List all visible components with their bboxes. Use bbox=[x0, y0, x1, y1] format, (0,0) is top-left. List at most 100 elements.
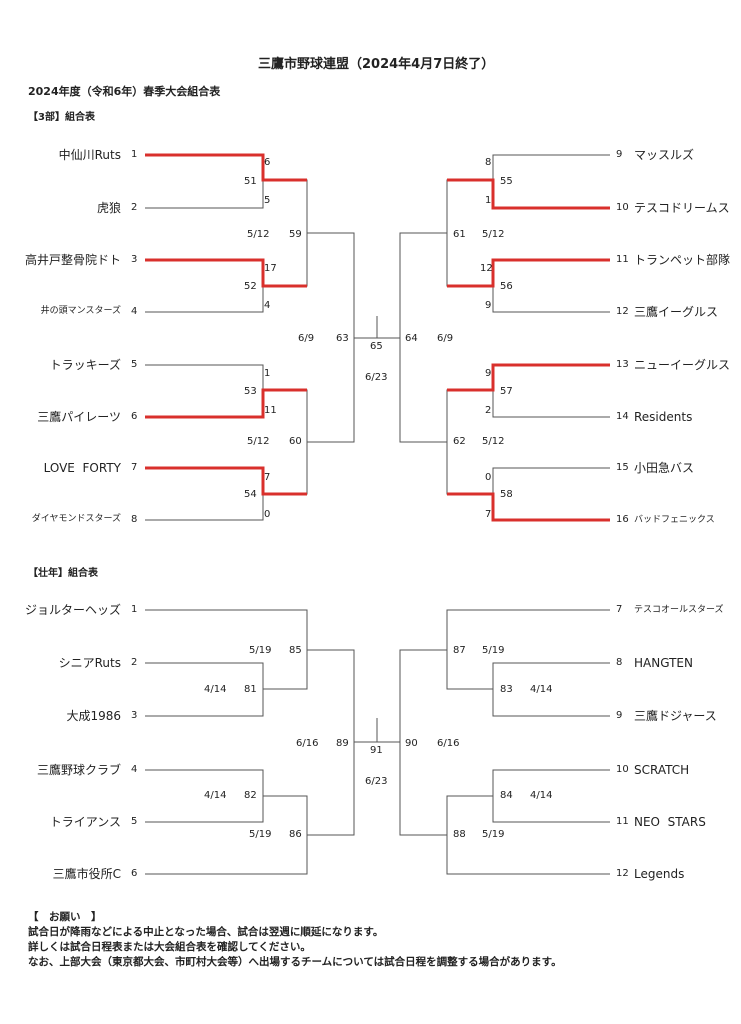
team-seed: 8 bbox=[616, 657, 623, 668]
team-name: マッスルズ bbox=[634, 148, 695, 162]
bracket-line bbox=[492, 390, 610, 418]
game-number: 58 bbox=[500, 489, 513, 500]
team-name: LOVE FORTY bbox=[43, 461, 121, 475]
score: 8 bbox=[485, 157, 492, 168]
team-name: Legends bbox=[634, 867, 685, 881]
game-number: 84 bbox=[500, 790, 513, 801]
team-seed: 10 bbox=[616, 764, 629, 775]
game-number: 56 bbox=[500, 281, 513, 292]
game-number: 82 bbox=[244, 790, 257, 801]
team-seed: 6 bbox=[131, 411, 138, 422]
team-name: テスコドリームス bbox=[634, 201, 730, 215]
winner-path bbox=[145, 258, 307, 288]
score: 0 bbox=[485, 472, 492, 483]
team-seed: 3 bbox=[131, 254, 138, 265]
score: 0 bbox=[264, 509, 271, 520]
game-number: 52 bbox=[244, 281, 257, 292]
game-date: 6/9 bbox=[298, 333, 315, 344]
team-seed: 9 bbox=[616, 149, 623, 160]
team-seed: 1 bbox=[131, 604, 138, 615]
game-date: 4/14 bbox=[530, 684, 553, 695]
game-number: 90 bbox=[405, 738, 418, 749]
bracket-line bbox=[145, 769, 264, 796]
game-date: 5/12 bbox=[482, 436, 505, 447]
game-date: 5/19 bbox=[249, 829, 272, 840]
game-date: 6/16 bbox=[437, 738, 460, 749]
bracket-line bbox=[492, 662, 610, 689]
game-date: 5/12 bbox=[482, 229, 505, 240]
game-number: 62 bbox=[453, 436, 466, 447]
game-number: 59 bbox=[289, 229, 302, 240]
game-number: 89 bbox=[336, 738, 349, 749]
team-seed: 2 bbox=[131, 657, 138, 668]
team-name: 虎狼 bbox=[96, 201, 121, 215]
team-name: Residents bbox=[634, 410, 693, 424]
game-date: 5/19 bbox=[249, 645, 272, 656]
winner-path bbox=[447, 178, 610, 210]
game-number: 85 bbox=[289, 645, 302, 656]
team-name: 大成1986 bbox=[66, 709, 121, 723]
winner-path bbox=[145, 153, 307, 182]
bracket-line bbox=[145, 796, 264, 823]
team-seed: 6 bbox=[131, 868, 138, 879]
winner-path bbox=[447, 258, 610, 288]
team-seed: 4 bbox=[131, 764, 138, 775]
section-title-div3: 【3部】組合表 bbox=[28, 112, 95, 123]
team-name: 高井戸整骨院ドト bbox=[24, 253, 121, 267]
bracket-line bbox=[492, 286, 610, 313]
team-seed: 14 bbox=[616, 411, 629, 422]
team-name: 三鷹パイレーツ bbox=[37, 410, 121, 424]
team-name: 三鷹野球クラブ bbox=[36, 763, 121, 777]
team-seed: 8 bbox=[131, 514, 138, 525]
team-seed: 16 bbox=[616, 514, 629, 525]
score: 9 bbox=[485, 300, 492, 311]
game-number: 61 bbox=[453, 229, 466, 240]
team-name: HANGTEN bbox=[634, 656, 693, 670]
game-date: 4/14 bbox=[204, 790, 227, 801]
game-number: 83 bbox=[500, 684, 513, 695]
game-number: 65 bbox=[370, 341, 383, 352]
game-date: 4/14 bbox=[530, 790, 553, 801]
bracket-line bbox=[145, 662, 264, 689]
team-seed: 7 bbox=[616, 604, 623, 615]
bracket-line bbox=[145, 494, 264, 521]
team-seed: 9 bbox=[616, 710, 623, 721]
team-seed: 3 bbox=[131, 710, 138, 721]
team-name: NEO STARS bbox=[634, 815, 706, 829]
team-name: 三鷹イーグルス bbox=[634, 305, 719, 319]
game-number: 60 bbox=[289, 436, 302, 447]
page-subtitle: 2024年度（令和6年）春季大会組合表 bbox=[28, 85, 221, 98]
bracket-line bbox=[145, 609, 308, 690]
team-seed: 7 bbox=[131, 462, 138, 473]
score: 7 bbox=[485, 509, 492, 520]
score: 12 bbox=[480, 263, 493, 274]
winner-path bbox=[447, 363, 610, 392]
game-number: 55 bbox=[500, 176, 513, 187]
team-seed: 12 bbox=[616, 868, 629, 879]
game-date: 4/14 bbox=[204, 684, 227, 695]
game-date: 5/19 bbox=[482, 645, 505, 656]
team-seed: 11 bbox=[616, 254, 629, 265]
game-number: 87 bbox=[453, 645, 466, 656]
score: 17 bbox=[264, 263, 277, 274]
bracket-line bbox=[446, 795, 610, 875]
score: 4 bbox=[264, 300, 271, 311]
game-date: 6/23 bbox=[365, 372, 388, 383]
game-number: 88 bbox=[453, 829, 466, 840]
game-date: 6/23 bbox=[365, 776, 388, 787]
team-name: 三鷹ドジャース bbox=[634, 709, 717, 723]
team-name: SCRATCH bbox=[634, 763, 690, 777]
game-date: 5/12 bbox=[247, 229, 270, 240]
team-name: バッドフェニックス bbox=[634, 515, 715, 525]
bracket-line bbox=[492, 154, 610, 180]
bracket-line bbox=[145, 286, 264, 313]
page-title: 三鷹市野球連盟（2024年4月7日終了） bbox=[258, 57, 495, 72]
game-number: 53 bbox=[244, 386, 257, 397]
team-name: 小田急バス bbox=[634, 461, 695, 475]
score: 1 bbox=[485, 195, 492, 206]
team-seed: 1 bbox=[131, 149, 138, 160]
game-number: 64 bbox=[405, 333, 418, 344]
game-number: 63 bbox=[336, 333, 349, 344]
score: 9 bbox=[485, 368, 492, 379]
